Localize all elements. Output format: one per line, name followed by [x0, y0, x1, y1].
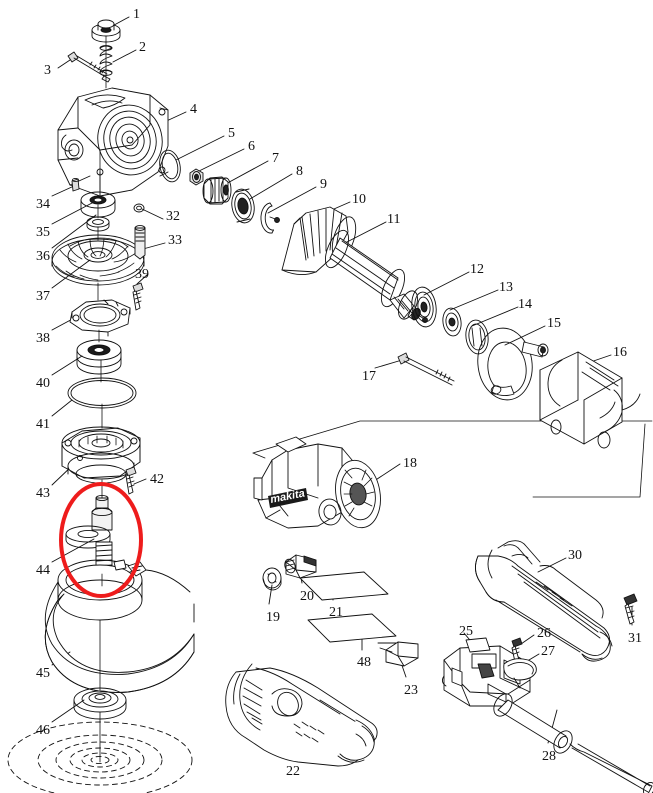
part-27-lock-lever [503, 658, 537, 689]
part-48-warning-label [307, 613, 397, 643]
callout-number-5: 5 [228, 126, 235, 141]
callout-number-9: 9 [320, 177, 327, 192]
callout-number-7: 7 [272, 151, 279, 166]
callout-number-40: 40 [36, 376, 50, 391]
leader-lines-left [51, 185, 166, 723]
callout-number-42: 42 [150, 472, 164, 487]
callout-number-38: 38 [36, 331, 50, 346]
part-23-terminal-block [377, 641, 419, 667]
callout-number-6: 6 [248, 139, 255, 154]
callout-number-3: 3 [44, 63, 51, 78]
callout-number-32: 32 [166, 209, 180, 224]
part-34-pin [71, 177, 80, 192]
part-45-wheel-guard [44, 559, 195, 693]
callout-number-34: 34 [36, 197, 50, 212]
callout-number-19: 19 [266, 610, 280, 625]
part-42-screw [125, 466, 137, 495]
part-25-switch-assembly [441, 637, 531, 707]
callout-number-43: 43 [36, 486, 50, 501]
part-16-stator [539, 351, 641, 449]
part-30-handle-body [475, 540, 613, 662]
callout-number-45: 45 [36, 666, 50, 681]
callout-number-30: 30 [568, 548, 582, 563]
callout-number-44: 44 [36, 563, 50, 578]
callout-number-36: 36 [36, 249, 50, 264]
callout-number-26: 26 [537, 626, 551, 641]
part-17-bolt [397, 352, 455, 386]
callout-number-10: 10 [352, 192, 366, 207]
part-5-oring [159, 149, 181, 183]
callout-number-28: 28 [542, 749, 556, 764]
part-31-screw [623, 593, 638, 625]
callout-number-27: 27 [541, 644, 555, 659]
part-28-cord-protector [493, 693, 653, 793]
callout-number-18: 18 [403, 456, 417, 471]
callout-number-39: 39 [135, 267, 149, 282]
callout-number-23: 23 [404, 683, 418, 698]
part-43-bearing-box [61, 426, 141, 484]
part-8-bearing [231, 188, 255, 224]
callout-number-25: 25 [459, 624, 473, 639]
callout-number-12: 12 [470, 262, 484, 277]
callout-number-35: 35 [36, 225, 50, 240]
callout-number-16: 16 [613, 345, 627, 360]
part-38-retainer-plate [69, 299, 131, 337]
part-33-pin [134, 225, 146, 260]
callout-number-17: 17 [362, 369, 376, 384]
part-13-bearing [442, 307, 462, 337]
callout-number-31: 31 [628, 631, 642, 646]
callout-number-14: 14 [518, 297, 532, 312]
callout-number-48: 48 [357, 655, 371, 670]
part-32-oring [133, 203, 145, 213]
part-1-cap [91, 19, 121, 43]
callout-number-41: 41 [36, 417, 50, 432]
red-ellipse-highlight [59, 482, 143, 598]
callout-number-4: 4 [190, 102, 197, 117]
part-11-armature [324, 229, 428, 323]
part-20-carbon-brush [284, 554, 317, 579]
callout-number-11: 11 [387, 212, 401, 227]
callout-number-2: 2 [139, 40, 146, 55]
part-22-handle-cover [225, 663, 378, 767]
callout-number-33: 33 [168, 233, 182, 248]
part-3-screw [67, 51, 111, 83]
assembly-axis [97, 35, 107, 763]
part-15-baffle [477, 327, 549, 401]
callout-number-15: 15 [547, 316, 561, 331]
callout-number-46: 46 [36, 723, 50, 738]
part-9-retaining-ring [260, 202, 274, 234]
part-18-motor-housing: makita [253, 436, 381, 529]
callout-number-13: 13 [499, 280, 513, 295]
callout-number-22: 22 [286, 764, 300, 779]
part-39-screw [132, 282, 144, 311]
part-21-name-plate [299, 571, 389, 601]
callout-number-1: 1 [133, 7, 140, 22]
part-6-spacer [189, 168, 204, 186]
callout-number-37: 37 [36, 289, 50, 304]
part-12-bearing [411, 286, 437, 328]
part-7-pinion-gear [202, 176, 232, 205]
callout-number-20: 20 [300, 589, 314, 604]
part-19-brush-cap [262, 567, 282, 591]
callout-number-8: 8 [296, 164, 303, 179]
part-40-ball-bearing [76, 339, 122, 375]
callout-number-21: 21 [329, 605, 343, 620]
